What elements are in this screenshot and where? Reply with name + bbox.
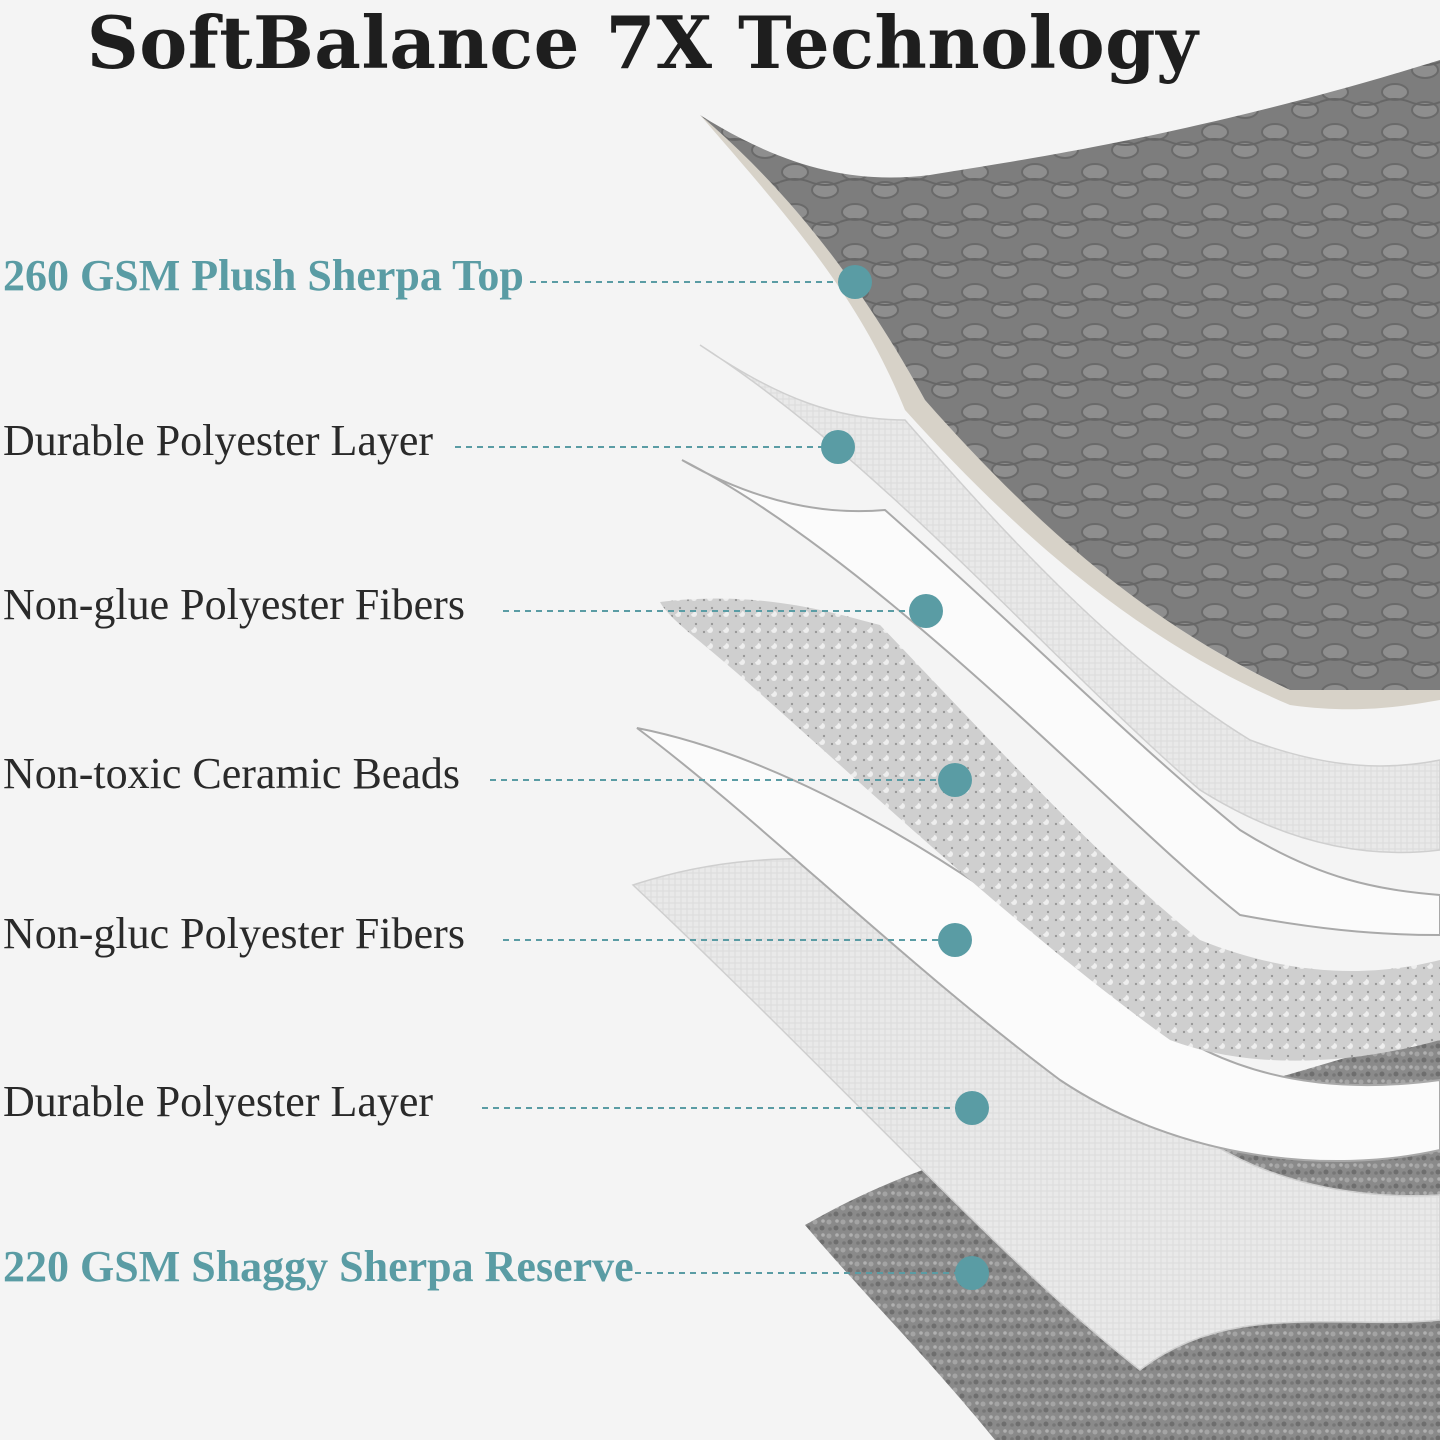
layer-label: Non-toxic Ceramic Beads xyxy=(3,749,460,798)
layer-label: Non-glue Polyester Fibers xyxy=(3,580,465,629)
layer-durable-polyester-top xyxy=(699,344,1440,854)
layer-label: 260 GSM Plush Sherpa Top xyxy=(3,251,524,300)
callout-dot xyxy=(838,265,872,299)
layer-label: Non-gluc Polyester Fibers xyxy=(3,909,465,958)
page-title: SoftBalance 7X Technology xyxy=(86,0,1199,85)
callout-dot xyxy=(955,1091,989,1125)
callout-dot xyxy=(938,923,972,957)
layer-ceramic-beads xyxy=(660,598,1440,1061)
callout-dot xyxy=(909,594,943,628)
layer-plush-sherpa-top xyxy=(700,60,1440,690)
callout-dot xyxy=(821,430,855,464)
callout-dot xyxy=(938,763,972,797)
layer-label: Durable Polyester Layer xyxy=(3,1077,434,1126)
layer-label: Durable Polyester Layer xyxy=(3,416,434,465)
layer-label: 220 GSM Shaggy Sherpa Reserve xyxy=(3,1242,634,1291)
layer-fiber-sheet-upper xyxy=(681,459,1440,937)
callout-dot xyxy=(955,1256,989,1290)
